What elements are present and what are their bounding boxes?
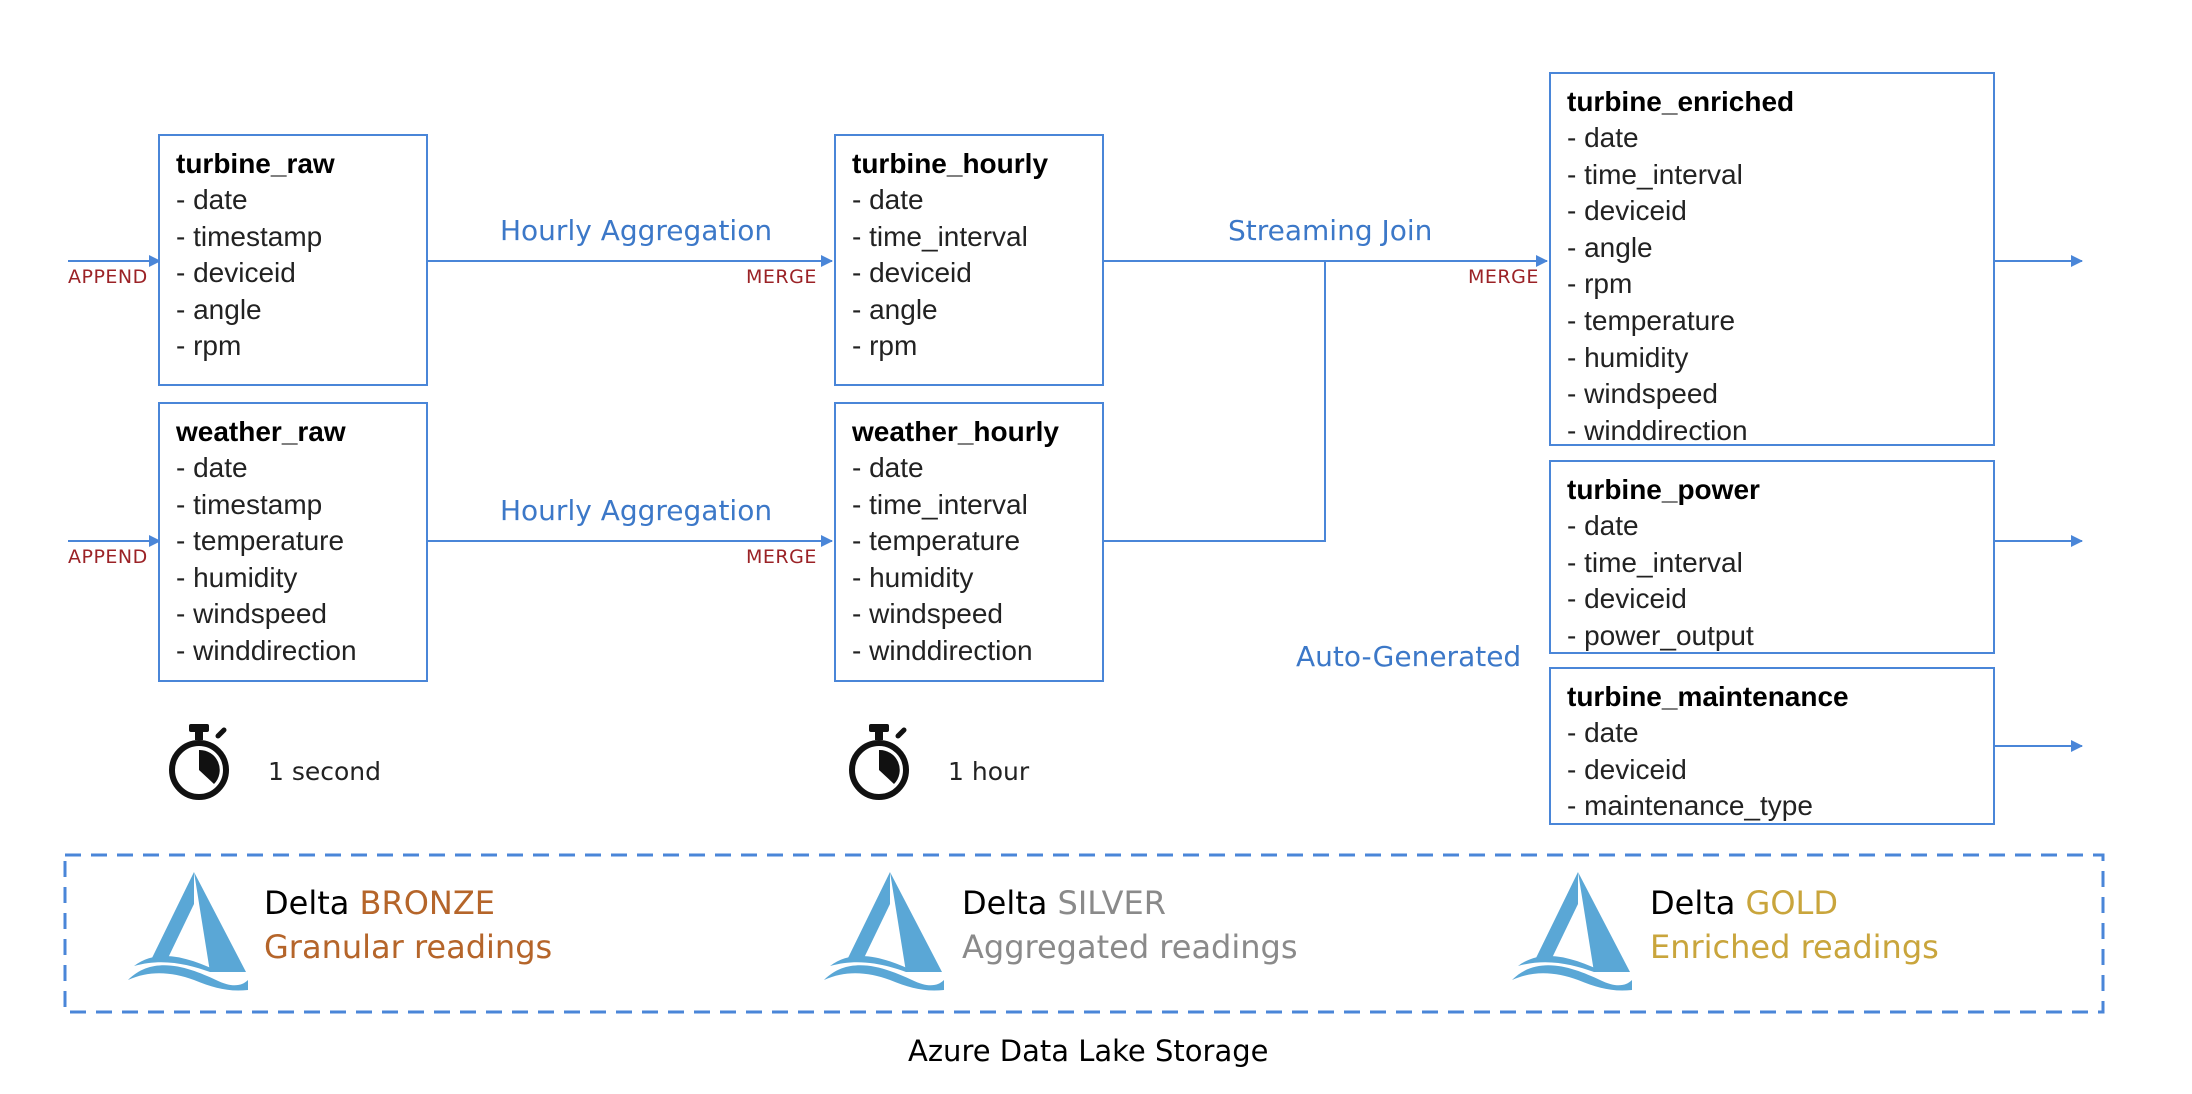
table-field: - deviceid <box>1567 753 1687 785</box>
delta-lake-logo-icon <box>824 872 944 991</box>
tier-description-gold: Enriched readings <box>1650 928 1939 966</box>
timer-label-silver: 1 hour <box>948 757 1030 786</box>
tier-description-bronze: Granular readings <box>264 928 553 966</box>
table-title: turbine_raw <box>176 148 335 179</box>
table-field: - temperature <box>176 525 345 557</box>
write-mode-merge: MERGE <box>1468 266 1539 288</box>
table-field: - humidity <box>176 561 298 593</box>
table-field: - temperature <box>852 525 1021 557</box>
table-field: - rpm <box>176 330 242 362</box>
table-field: - date <box>1567 122 1639 153</box>
stopwatch-icon <box>849 724 909 800</box>
table-field: - winddirection <box>176 634 357 666</box>
table-field: - date <box>852 184 924 215</box>
table-field: - rpm <box>1567 268 1633 300</box>
table-field: - windspeed <box>852 598 1003 630</box>
table-field: - windspeed <box>176 598 327 630</box>
delta-lake-logo-icon <box>128 872 248 991</box>
table-field: - humidity <box>852 561 974 593</box>
table-field: - date <box>852 452 924 483</box>
table-weather-hourly: weather_hourly - date - time_interval - … <box>834 402 1104 682</box>
join-line-weather <box>1102 261 1326 542</box>
stopwatch-icon <box>169 724 229 800</box>
table-field: - date <box>1567 717 1639 748</box>
table-title: turbine_power <box>1567 474 1760 505</box>
table-field: - timestamp <box>176 220 323 252</box>
flow-label-streaming-join: Streaming Join <box>1228 214 1433 247</box>
table-turbine-raw: turbine_raw - date - timestamp - devicei… <box>158 134 428 386</box>
table-turbine-enriched: turbine_enriched - date - time_interval … <box>1549 72 1995 446</box>
table-turbine-hourly: turbine_hourly - date - time_interval - … <box>834 134 1104 386</box>
table-title: weather_hourly <box>852 416 1059 447</box>
table-field: - winddirection <box>852 634 1033 666</box>
delta-lake-logo-icon <box>1512 872 1632 991</box>
table-field: - date <box>176 452 248 483</box>
flow-label-auto-generated: Auto-Generated <box>1296 640 1522 673</box>
table-field: - windspeed <box>1567 378 1718 410</box>
table-field: - time_interval <box>852 220 1028 252</box>
table-field: - maintenance_type <box>1567 790 1813 822</box>
table-field: - humidity <box>1567 341 1689 373</box>
tier-level: GOLD <box>1745 884 1838 922</box>
table-field: - time_interval <box>852 488 1028 520</box>
table-field: - temperature <box>1567 304 1736 336</box>
table-field: - time_interval <box>1567 546 1743 578</box>
write-mode-merge: MERGE <box>746 546 817 568</box>
table-field: - deviceid <box>1567 195 1687 227</box>
table-title: turbine_maintenance <box>1567 681 1849 712</box>
table-field: - winddirection <box>1567 414 1748 446</box>
write-mode-append: APPEND <box>68 266 148 288</box>
table-title: turbine_enriched <box>1567 86 1795 117</box>
table-field: - date <box>1567 510 1639 541</box>
tier-prefix: Delta <box>962 884 1048 922</box>
table-field: - rpm <box>852 330 918 362</box>
table-weather-raw: weather_raw - date - timestamp - tempera… <box>158 402 428 682</box>
table-field: - time_interval <box>1567 158 1743 190</box>
tier-level: BRONZE <box>359 884 495 922</box>
table-turbine-power: turbine_power - date - time_interval - d… <box>1549 460 1995 654</box>
table-title: weather_raw <box>176 416 346 447</box>
table-field: - angle <box>1567 231 1653 263</box>
table-field: - date <box>176 184 248 215</box>
tier-prefix: Delta <box>264 884 350 922</box>
write-mode-merge: MERGE <box>746 266 817 288</box>
timer-label-bronze: 1 second <box>268 757 382 786</box>
table-field: - deviceid <box>852 257 972 289</box>
tier-level: SILVER <box>1057 884 1166 922</box>
storage-border <box>63 853 2105 1014</box>
storage-label: Azure Data Lake Storage <box>908 1034 1269 1068</box>
table-field: - deviceid <box>1567 583 1687 615</box>
tier-description-silver: Aggregated readings <box>962 928 1298 966</box>
tier-title-bronze: Delta BRONZE <box>264 884 495 922</box>
flow-label-hourly-aggregation-top: Hourly Aggregation <box>500 214 773 247</box>
write-mode-append: APPEND <box>68 546 148 568</box>
table-field: - power_output <box>1567 619 1754 651</box>
tier-title-gold: Delta GOLD <box>1650 884 1838 922</box>
table-turbine-maintenance: turbine_maintenance - date - deviceid - … <box>1549 667 1995 825</box>
table-field: - angle <box>852 293 938 325</box>
table-field: - timestamp <box>176 488 323 520</box>
tier-title-silver: Delta SILVER <box>962 884 1166 922</box>
flow-label-hourly-aggregation-bottom: Hourly Aggregation <box>500 494 773 527</box>
tier-prefix: Delta <box>1650 884 1736 922</box>
table-title: turbine_hourly <box>852 148 1049 179</box>
table-field: - angle <box>176 293 262 325</box>
table-field: - deviceid <box>176 257 296 289</box>
